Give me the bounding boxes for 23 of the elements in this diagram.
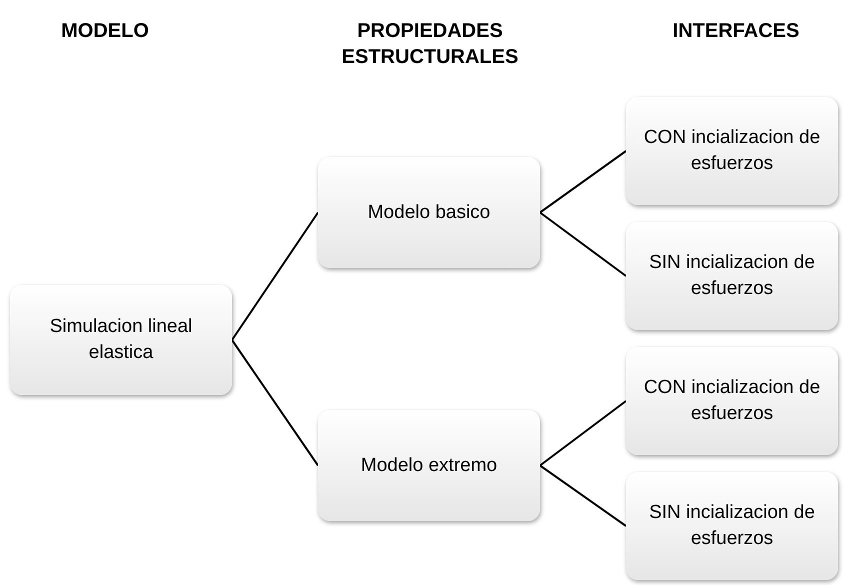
box-label: Simulacion lineal elastica	[48, 315, 194, 365]
column-heading: MODELO	[60, 19, 150, 44]
box-label: Modelo basico	[368, 200, 490, 224]
box-label: SIN incializacion de esfuerzos	[648, 501, 816, 551]
process-box	[10, 285, 232, 395]
process-box	[626, 97, 838, 205]
process-box	[626, 222, 838, 330]
connector-line	[539, 464, 627, 527]
box-label: CON incializacion de esfuerzos	[642, 126, 822, 176]
column-heading: INTERFACES	[672, 19, 800, 44]
process-box	[626, 472, 838, 580]
process-box	[318, 410, 540, 521]
connector-line	[231, 212, 319, 341]
process-box	[626, 347, 838, 455]
connector-line	[539, 400, 627, 466]
box-label: SIN incializacion de esfuerzos	[648, 251, 816, 301]
column-heading: PROPIEDADES ESTRUCTURALES	[340, 19, 520, 70]
connector-line	[539, 212, 627, 277]
connector-line	[539, 150, 627, 214]
connector-line	[231, 339, 319, 466]
box-label: Modelo extremo	[360, 454, 498, 478]
box-label: CON incializacion de esfuerzos	[642, 376, 822, 426]
process-box	[318, 157, 540, 268]
